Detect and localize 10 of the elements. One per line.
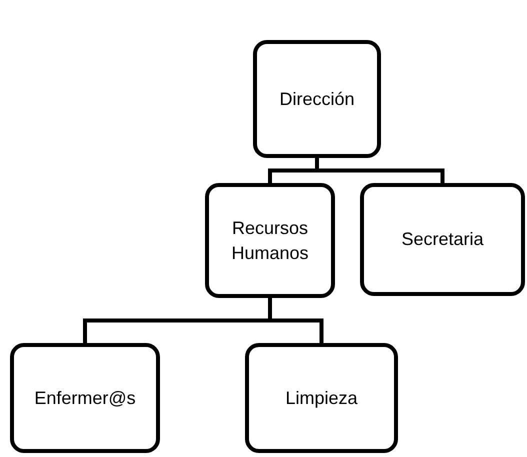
box-label: Recursos Humanos [230, 217, 310, 264]
box-label: Limpieza [285, 386, 358, 410]
org-box [205, 183, 335, 298]
org-box [245, 343, 398, 453]
org-box [253, 40, 381, 158]
box-label: Secretaria [401, 228, 484, 252]
box-label: Enfermer@s [34, 386, 136, 410]
box-label: Dirección [279, 88, 355, 111]
org-box [360, 183, 525, 296]
org-box [10, 343, 160, 453]
